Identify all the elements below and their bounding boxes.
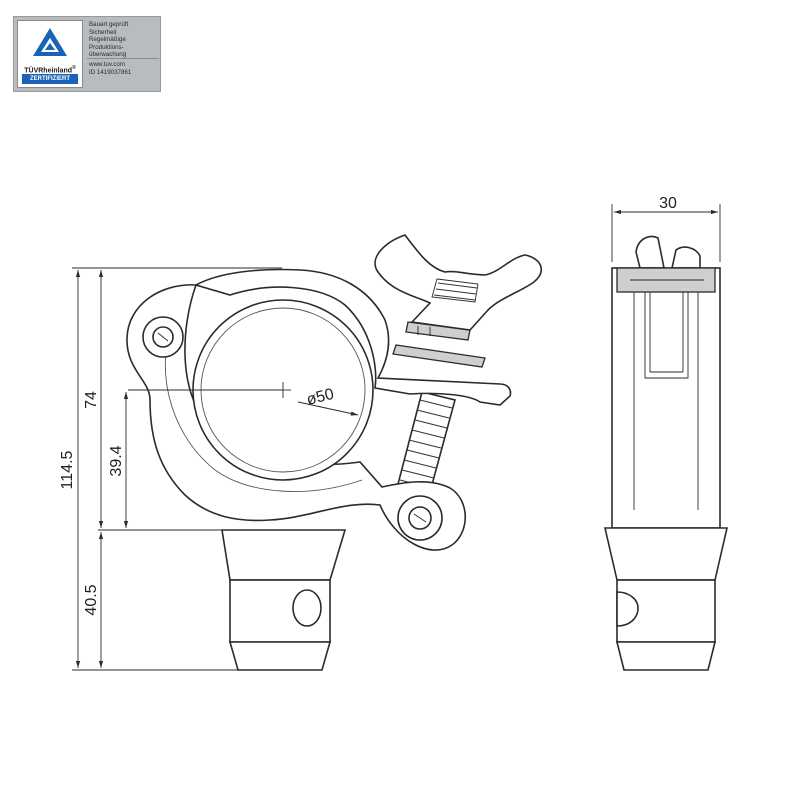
- side-width-label: 30: [659, 195, 677, 212]
- side-view: 30: [603, 195, 729, 671]
- spigot-hole: [292, 589, 322, 627]
- side-wing-right: [671, 246, 701, 269]
- front-dimensions: 114.5 74 39.4 40.5: [59, 267, 345, 671]
- badge-line: Produktions-: [89, 43, 124, 51]
- badge-line: Regelmäßige: [89, 36, 126, 44]
- upper-height-label: 74: [83, 391, 100, 409]
- badge-divider: [87, 58, 159, 59]
- threaded-bolt: [397, 391, 456, 493]
- center-height-label: 39.4: [108, 445, 125, 476]
- badge-id: ID 1419037861: [89, 68, 132, 76]
- tuv-logo: TÜVRheinland® ZERTIFIZIERT: [17, 20, 83, 88]
- side-slot: [644, 292, 689, 379]
- badge-description: Bauart geprüft Sicherheit Regelmäßige Pr…: [89, 21, 159, 59]
- diameter-leader: [297, 401, 359, 416]
- tuv-brand-text: TÜVRheinland®: [24, 65, 76, 75]
- side-spigot-top: [603, 527, 729, 581]
- upper-jaw: [193, 268, 512, 406]
- badge-web-info: www.tuv.com ID 1419037861: [89, 61, 131, 77]
- spigot-length-label: 40.5: [83, 584, 100, 615]
- badge-website: www.tuv.com: [89, 61, 125, 68]
- side-body: [611, 267, 721, 529]
- lower-pivot: [397, 495, 443, 541]
- badge-line: Sicherheit: [89, 28, 117, 36]
- tuv-certification-badge: TÜVRheinland® ZERTIFIZIERT Bauart geprüf…: [13, 16, 161, 92]
- total-height-label: 114.5: [59, 450, 76, 489]
- wing-nut: [374, 234, 543, 331]
- badge-line: Bauart geprüft: [89, 21, 129, 28]
- badge-line: überwachung: [89, 51, 127, 59]
- diameter-label: ø50: [305, 386, 336, 409]
- front-view: ø50: [126, 234, 543, 671]
- side-wing-left: [635, 235, 665, 269]
- side-spigot-hole: [616, 591, 639, 627]
- certified-label: ZERTIFIZIERT: [22, 74, 78, 84]
- side-spigot-end: [615, 641, 717, 671]
- spigot: [221, 529, 347, 671]
- upper-pivot: [142, 316, 184, 358]
- tuv-triangle-icon: [33, 28, 67, 56]
